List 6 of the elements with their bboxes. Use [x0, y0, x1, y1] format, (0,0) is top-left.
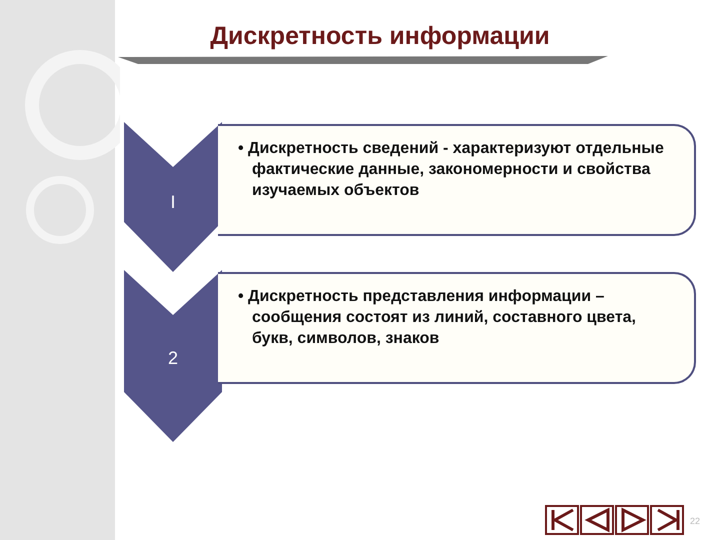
text-panel: • Дискретность представления информации – сообщения состоят из линий, составного цвета, букв, символов, знаков [218, 272, 696, 384]
slide-title: Дискретность информации [209, 22, 551, 51]
chevron-shape: 2 [124, 270, 222, 442]
text-panel: • Дискретность сведений - характеризуют отдельные фактические данные, закономерности и свойства изучаемых объектов [218, 124, 696, 236]
page-number: 22 [690, 516, 700, 526]
chevron-shape: I [124, 122, 222, 272]
